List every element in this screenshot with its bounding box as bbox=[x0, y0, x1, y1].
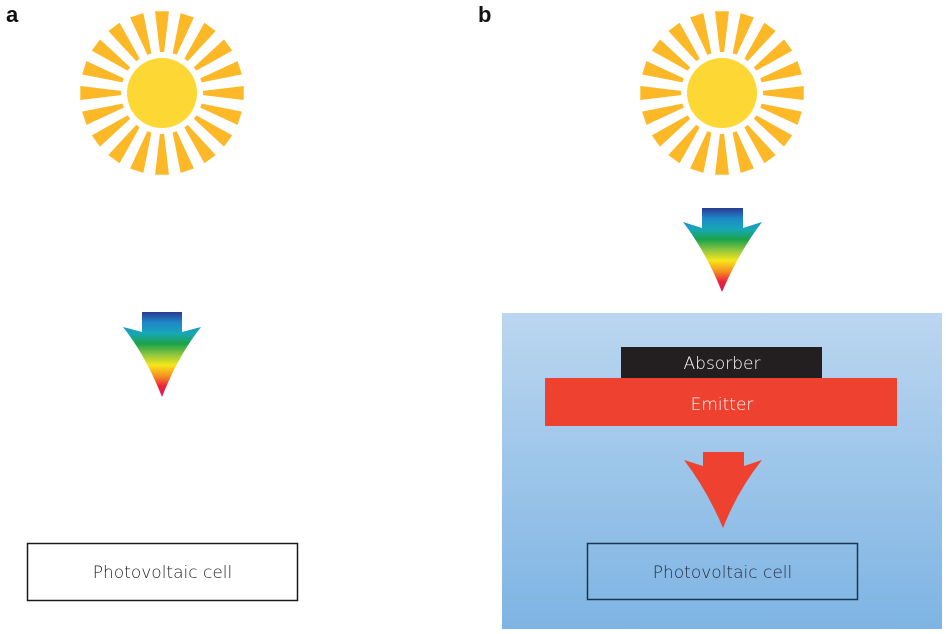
sun-ray bbox=[172, 13, 194, 55]
sun-ray bbox=[732, 13, 754, 55]
solar-spectrum-arrow bbox=[683, 208, 762, 292]
sun-ray bbox=[80, 86, 122, 100]
sun-icon bbox=[80, 11, 244, 175]
sun-ray bbox=[200, 103, 242, 125]
panel-label-b: b bbox=[478, 2, 492, 27]
sun-ray bbox=[202, 86, 244, 100]
emitter-layer: Emitter bbox=[545, 378, 897, 426]
photovoltaic-cell-box bbox=[586, 542, 859, 601]
panel-label-a: a bbox=[6, 2, 19, 27]
sun-core bbox=[687, 58, 757, 128]
sun-ray bbox=[753, 39, 793, 71]
sun-ray bbox=[193, 115, 233, 147]
sun-ray bbox=[762, 86, 804, 100]
photovoltaic-cell-label: Photovoltaic cell bbox=[93, 563, 233, 583]
sun-ray bbox=[668, 124, 700, 164]
sun-ray bbox=[715, 11, 729, 53]
photovoltaic-cell: Photovoltaic cell bbox=[586, 542, 859, 601]
absorber-label: Absorber bbox=[684, 354, 761, 374]
panel-a: Photovoltaic cell bbox=[26, 11, 299, 602]
sun-ray bbox=[184, 22, 216, 62]
sun-ray bbox=[184, 124, 216, 164]
sun-ray bbox=[82, 103, 124, 125]
sun-ray bbox=[130, 13, 152, 55]
sun-ray bbox=[760, 61, 802, 83]
sun-ray bbox=[668, 22, 700, 62]
sun-ray bbox=[130, 131, 152, 173]
sun-ray bbox=[732, 131, 754, 173]
emitter-label: Emitter bbox=[691, 395, 754, 415]
sun-ray bbox=[82, 61, 124, 83]
sun-ray bbox=[155, 133, 169, 175]
sun-ray bbox=[690, 131, 712, 173]
photovoltaic-cell: Photovoltaic cell bbox=[26, 542, 299, 602]
sun-ray bbox=[642, 103, 684, 125]
sun-icon bbox=[640, 11, 804, 175]
sun-ray bbox=[744, 124, 776, 164]
sun-ray bbox=[651, 39, 691, 71]
photovoltaic-cell-box bbox=[26, 542, 299, 602]
thermal-emission-arrow bbox=[684, 452, 762, 528]
sun-ray bbox=[760, 103, 802, 125]
emitter-rect bbox=[545, 378, 897, 426]
sun-ray bbox=[744, 22, 776, 62]
sun-ray bbox=[155, 11, 169, 53]
sun-ray bbox=[651, 115, 691, 147]
sun-ray bbox=[108, 22, 140, 62]
sun-ray bbox=[642, 61, 684, 83]
panel-b: Absorber Emitter Photovoltaic cell bbox=[502, 11, 942, 629]
sun-ray bbox=[715, 133, 729, 175]
sun-ray bbox=[690, 13, 712, 55]
sun-ray bbox=[108, 124, 140, 164]
sun-ray bbox=[91, 115, 131, 147]
sun-ray bbox=[172, 131, 194, 173]
solar-spectrum-arrow bbox=[123, 312, 201, 397]
sun-ray bbox=[753, 115, 793, 147]
absorber-rect bbox=[621, 347, 822, 379]
absorber-layer: Absorber bbox=[621, 347, 822, 379]
photovoltaic-cell-label: Photovoltaic cell bbox=[653, 563, 793, 583]
sun-core bbox=[127, 58, 197, 128]
sun-ray bbox=[193, 39, 233, 71]
sun-ray bbox=[91, 39, 131, 71]
sun-ray bbox=[200, 61, 242, 83]
sun-ray bbox=[640, 86, 682, 100]
